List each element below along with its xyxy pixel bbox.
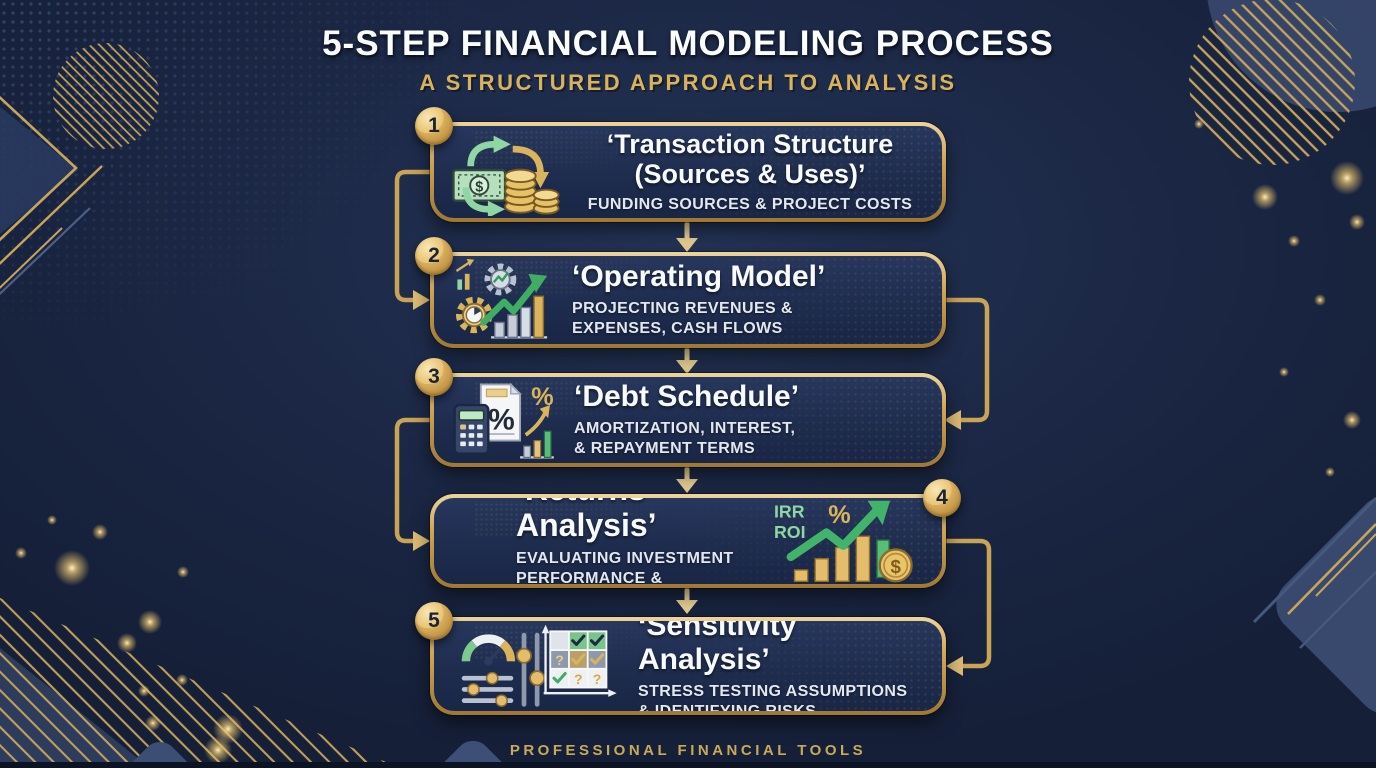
step-description: FUNDING SOURCES & PROJECT COSTS: [587, 195, 913, 213]
step-number-badge: 1: [415, 107, 453, 145]
step-5-text: ‘Sensitivity Analysis’ STRESS TESTING AS…: [638, 621, 926, 711]
step-box-3: 3 % %: [415, 358, 946, 467]
step-2-text: ‘Operating Model’ PROJECTING REVENUES & …: [572, 260, 926, 340]
step-description: EVALUATING INVESTMENT PERFORMANCE & prof…: [516, 549, 734, 584]
gears-growth-chart-icon: [450, 257, 562, 343]
step-description: PROJECTING REVENUES & EXPENSES, CASH FLO…: [572, 299, 793, 338]
step-title: ‘Transaction Structure (Sources & Uses)’: [606, 129, 894, 190]
step-number-badge: 5: [415, 602, 453, 640]
hatch-circle-small: [53, 43, 159, 149]
bottom-left-decoration: [0, 598, 530, 768]
step-number-badge: 2: [415, 237, 453, 275]
step-title: ‘Sensitivity Analysis’: [638, 621, 797, 677]
step-box-1: 1 $: [415, 107, 946, 222]
step-description: STRESS TESTING ASSUMPTIONS & IDENTIFYING…: [638, 682, 908, 711]
side-connector-lines: [394, 169, 992, 669]
step-title: ‘Returns Analysis’: [516, 498, 657, 543]
bottom-strip: [0, 762, 1376, 768]
footer-label: PROFESSIONAL FINANCIAL TOOLS: [509, 742, 867, 759]
svg-text:?: ?: [593, 671, 602, 687]
step-box-5: 5: [415, 602, 946, 715]
money-exchange-icon: $: [450, 128, 564, 216]
step-box-2: 2: [415, 237, 946, 348]
side-connector-arrowheads: [413, 290, 963, 676]
gauge-sensitivity-matrix-icon: ? ? ?: [450, 622, 628, 710]
bottom-right-decoration: [1252, 496, 1376, 714]
svg-text:$: $: [890, 556, 901, 577]
step-number-badge: 3: [415, 358, 453, 396]
down-arrowheads: [676, 238, 698, 614]
step-3-text: ‘Debt Schedule’ AMORTIZATION, INTEREST, …: [574, 380, 926, 460]
step-4-text: ‘Returns Analysis’ EVALUATING INVESTMENT…: [450, 498, 758, 584]
page-subtitle: A STRUCTURED APPROACH TO ANALYSIS: [419, 70, 957, 95]
step-number-badge: 4: [923, 479, 961, 517]
page-title: 5-STEP FINANCIAL MODELING PROCESS: [322, 24, 1054, 63]
svg-text:%: %: [531, 383, 553, 411]
step-title: ‘Operating Model’: [572, 260, 826, 294]
step-box-4: 4 ‘Returns Analysis’ EVALUATING INVESTME…: [430, 479, 961, 588]
step-title: ‘Debt Schedule’: [574, 380, 800, 414]
svg-text:$: $: [475, 180, 483, 196]
svg-text:%: %: [488, 403, 515, 436]
svg-text:?: ?: [555, 652, 564, 668]
hatch-circle-large: [1189, 0, 1355, 165]
calculator-percent-icon: % %: [450, 377, 564, 463]
irr-roi-growth-icon: IRR ROI % $: [768, 498, 926, 584]
step-1-text: ‘Transaction Structure (Sources & Uses)’…: [574, 129, 926, 215]
svg-text:?: ?: [574, 671, 583, 687]
svg-text:IRR: IRR: [774, 502, 805, 522]
gold-particles: [15, 119, 1365, 764]
svg-text:ROI: ROI: [774, 522, 806, 542]
svg-text:%: %: [828, 501, 850, 529]
step-description: AMORTIZATION, INTEREST, & REPAYMENT TERM…: [574, 419, 796, 458]
header: 5-STEP FINANCIAL MODELING PROCESS A STRU…: [0, 24, 1376, 96]
corner-diamond-decoration: [0, 95, 103, 296]
